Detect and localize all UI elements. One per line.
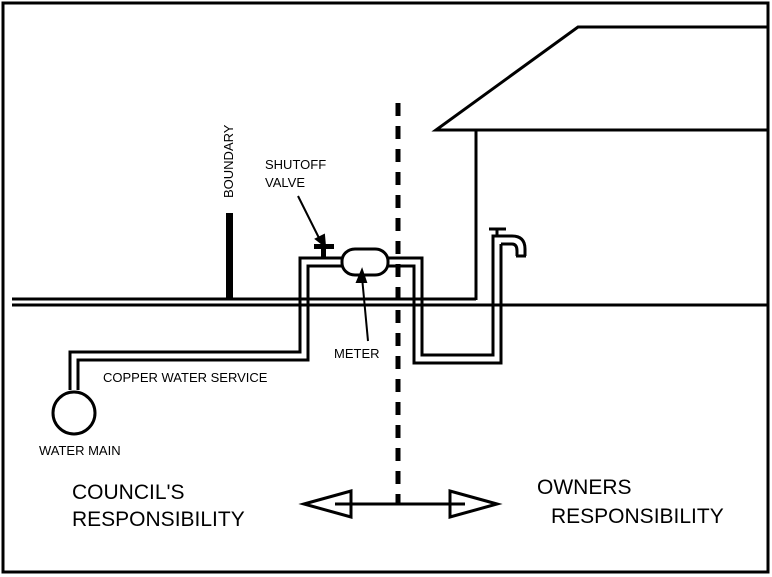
copper-water-service-label: COPPER WATER SERVICE <box>103 370 268 385</box>
boundary-label: BOUNDARY <box>221 124 236 198</box>
water-main <box>51 390 97 436</box>
water-main-label: WATER MAIN <box>39 443 121 458</box>
copper-water-service-pipe <box>68 244 503 390</box>
shutoff-valve <box>314 244 334 258</box>
owners-responsibility-line1: OWNERS <box>537 476 632 499</box>
boundary-post <box>226 213 233 298</box>
house-roof <box>431 25 768 132</box>
shutoff-valve-label-line2: VALVE <box>265 175 305 190</box>
shutoff-valve-label-line1: SHUTOFF <box>265 157 326 172</box>
responsibility-arrow <box>298 489 503 519</box>
house <box>431 25 768 300</box>
council-responsibility-line1: COUNCIL'S <box>72 481 185 504</box>
meter-label: METER <box>334 346 380 361</box>
tap-icon <box>489 227 527 258</box>
council-responsibility-line2: RESPONSIBILITY <box>72 508 245 531</box>
meter <box>340 247 390 277</box>
owners-responsibility-line2: RESPONSIBILITY <box>551 505 724 528</box>
leader-lines <box>297 195 369 342</box>
ground-line <box>12 297 768 307</box>
